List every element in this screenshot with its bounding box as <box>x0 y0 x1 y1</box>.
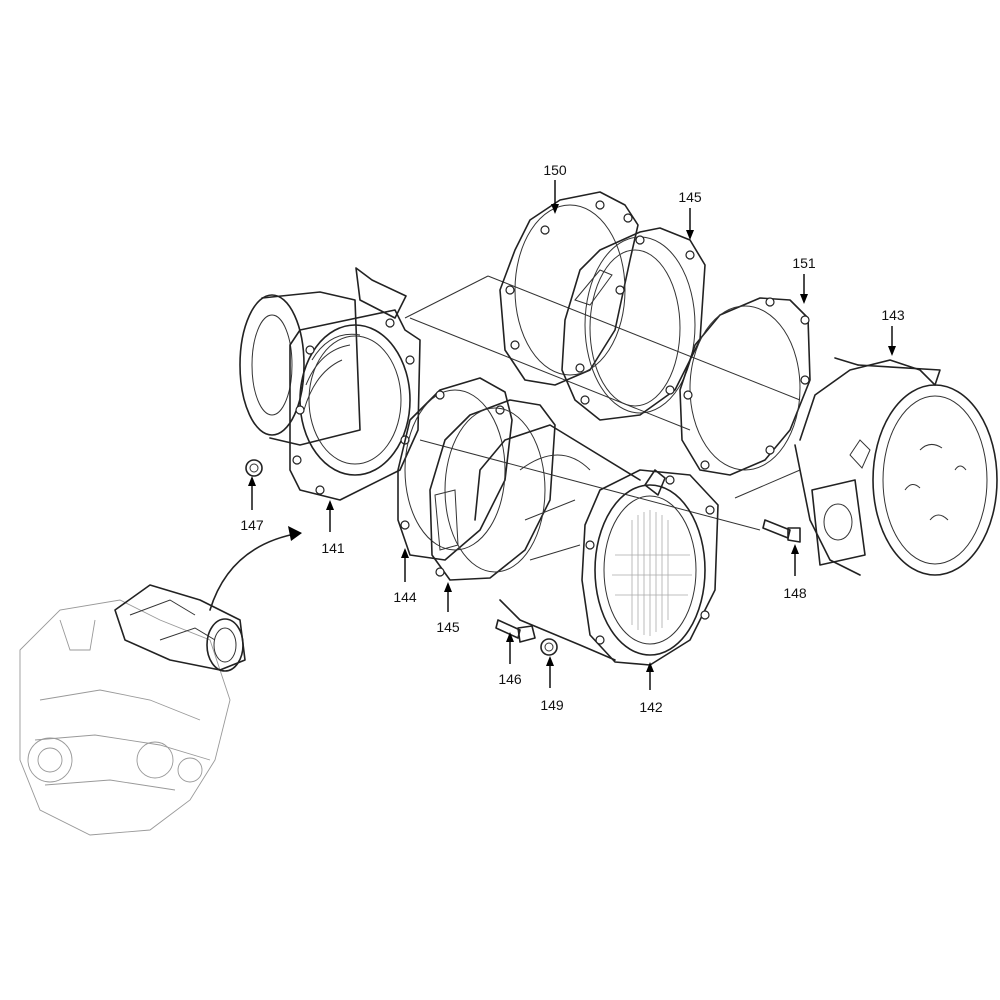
part-145-lower-spacer <box>429 399 556 581</box>
callout-148: 148 <box>783 585 807 601</box>
callout-150: 150 <box>543 162 567 178</box>
part-149-nut <box>540 638 558 656</box>
part-151-gasket <box>679 297 811 476</box>
callout-145-upper: 145 <box>678 189 702 205</box>
part-143-outlet-housing <box>794 357 998 576</box>
callout-147: 147 <box>240 517 264 533</box>
callout-149: 149 <box>540 697 564 713</box>
part-146-bolt <box>495 619 536 643</box>
callout-143: 143 <box>881 307 905 323</box>
part-145-upper-spacer <box>561 227 706 421</box>
leader-lines <box>248 180 896 690</box>
alignment-guides <box>404 275 801 531</box>
callout-146: 146 <box>498 671 522 687</box>
substrate-hatching <box>612 510 692 636</box>
part-150-gasket <box>499 191 639 386</box>
part-144-gasket <box>397 377 513 561</box>
callout-141: 141 <box>321 540 345 556</box>
location-arrow <box>209 526 302 611</box>
callout-151: 151 <box>792 255 816 271</box>
callout-142: 142 <box>639 699 663 715</box>
engine-location-inset <box>19 584 246 836</box>
callout-145-lower: 145 <box>436 619 460 635</box>
part-141-inlet-housing <box>239 267 421 501</box>
part-147-nut <box>245 459 263 477</box>
part-148-bolt <box>762 519 801 543</box>
callout-labels: 150 145 151 143 147 141 144 145 146 149 … <box>240 162 905 715</box>
callout-144: 144 <box>393 589 417 605</box>
part-142-catalyst-body <box>474 424 719 666</box>
